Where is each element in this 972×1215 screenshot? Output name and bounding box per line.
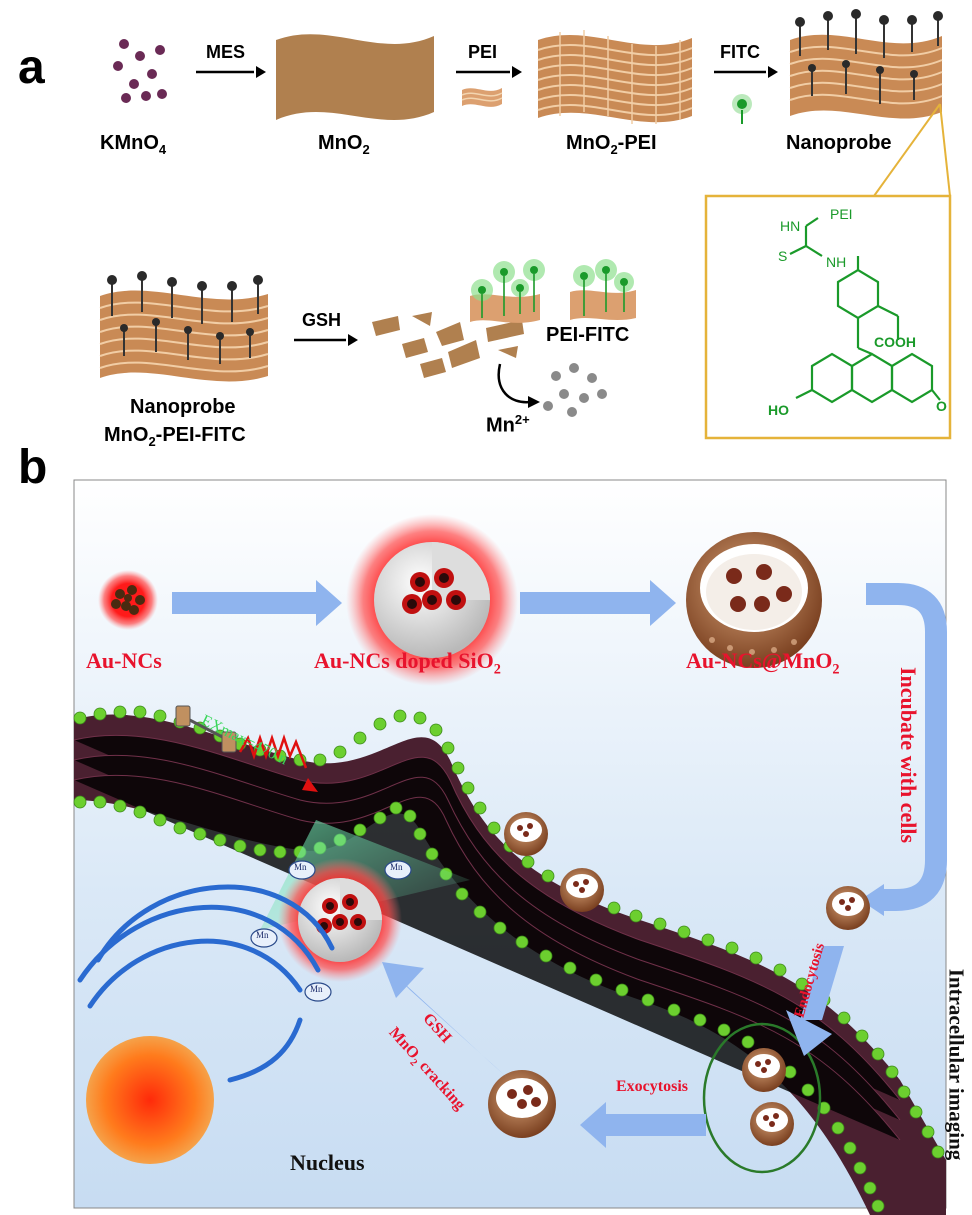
flow-arrow-incubate: [866, 583, 947, 911]
flow-arrow-1: [172, 580, 342, 626]
panel-b-letter: b: [18, 441, 48, 494]
label-pei-fitc: PEI-FITC: [546, 324, 630, 346]
kmno4-particles-icon: [113, 39, 167, 103]
struct-s: S: [778, 248, 788, 264]
mn-ions-icon: [543, 363, 607, 417]
fitc-molecule-icon: [732, 94, 752, 124]
mn-ion-bubbles: [250, 860, 412, 1002]
label-au-ncs-doped-sio2: Au-NCs doped SiO2: [314, 648, 501, 678]
label-nanoprobe-2: Nanoprobe: [130, 396, 236, 418]
mno2-pei-sheet-icon: [537, 30, 693, 124]
mno2-sheet-icon: [276, 34, 434, 121]
struct-o: O: [936, 398, 947, 414]
arrow-gsh: [294, 334, 358, 346]
struct-cooh: COOH: [874, 334, 916, 350]
label-mno2-pei: MnO2-PEI: [566, 132, 657, 157]
label-incubate: Incubate with cells: [896, 667, 921, 843]
arrow-pei: [456, 66, 522, 78]
pei-fitc-icon: [470, 259, 636, 323]
flow-arrow-2: [520, 580, 676, 626]
endocytosis-arrow: [786, 946, 844, 1056]
label-mno2-pei-fitc: MnO2-PEI-FITC: [104, 424, 246, 449]
pei-fragment-icon: [461, 88, 503, 107]
released-nanoprobe-icon: [278, 858, 402, 982]
mn-ion-label-4: Mn: [310, 984, 323, 994]
arrow-label-gsh: GSH: [302, 310, 342, 330]
label-nanoprobe: Nanoprobe: [786, 132, 892, 154]
panel-a-letter: a: [18, 41, 45, 94]
fitc-structure-icon: [789, 217, 941, 404]
arrow-label-fitc: FITC: [720, 42, 760, 62]
mno2-particle-group: [488, 812, 870, 1146]
arrow-label-mes: MES: [206, 42, 246, 62]
mn-ion-label-1: Mn: [294, 862, 307, 872]
label-intracellular-imaging: Intracellular imaging: [944, 968, 969, 1161]
arrow-mes: [196, 66, 266, 78]
cell-membrane: [73, 705, 946, 1215]
label-mn2plus: Mn2+: [486, 412, 530, 437]
curved-arrow: [497, 363, 531, 404]
fitc-structure-box: [704, 194, 952, 440]
light-source-icon: [175, 705, 318, 792]
gsh-cracking-arrow: [382, 962, 510, 1080]
label-au-ncs: Au-NCs: [86, 648, 162, 673]
mno2-fragments-icon: [372, 312, 524, 378]
au-ncs-icon: [98, 570, 158, 630]
label-kmno4: KMnO4: [100, 132, 167, 157]
struct-ho: HO: [768, 402, 789, 418]
struct-hn: HN: [780, 218, 801, 234]
struct-pei: PEI: [830, 206, 853, 222]
endosome-ring: [702, 1022, 822, 1174]
au-ncs-doped-sio2-icon: [346, 514, 518, 686]
exocytosis-arrow: [580, 1102, 706, 1148]
label-nucleus: Nucleus: [290, 1150, 365, 1175]
mn-ion-label-2: Mn: [390, 862, 403, 872]
nucleus-icon: [77, 884, 335, 1164]
label-au-ncs-mno2: Au-NCs@MnO2: [686, 648, 840, 678]
mn-ion-label-3: Mn: [256, 930, 269, 940]
arrow-fitc: [714, 66, 778, 78]
label-mno2: MnO2: [318, 132, 370, 157]
struct-nh: NH: [826, 254, 847, 270]
nanoprobe-large-icon: [99, 271, 269, 382]
nanoprobe-sheet-icon: [789, 9, 943, 119]
arrow-label-pei: PEI: [468, 42, 498, 62]
label-exocytosis: Exocytosis: [616, 1078, 688, 1095]
au-ncs-mno2-icon: [686, 532, 822, 668]
